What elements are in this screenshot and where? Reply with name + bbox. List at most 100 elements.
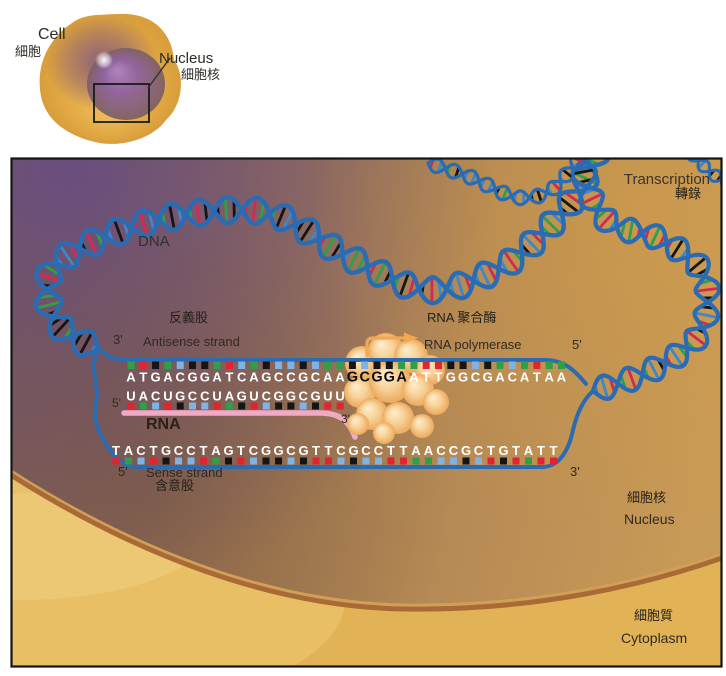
svg-text:A: A [249, 370, 259, 385]
svg-text:G: G [347, 370, 358, 386]
svg-text:G: G [348, 443, 358, 458]
svg-text:A: A [323, 370, 333, 385]
svg-text:C: C [174, 443, 184, 458]
nucleus-region-label-zh: 細胞核 [627, 490, 667, 505]
svg-text:C: C [374, 443, 384, 458]
svg-text:G: G [371, 370, 382, 386]
svg-text:U: U [249, 389, 258, 404]
svg-text:C: C [359, 370, 370, 386]
svg-text:G: G [273, 443, 283, 458]
svg-text:G: G [446, 370, 456, 385]
svg-text:C: C [471, 370, 481, 385]
svg-text:T: T [512, 443, 520, 458]
svg-text:A: A [409, 370, 419, 385]
sense-5prime-label: 5' [118, 464, 128, 479]
antisense-backbone [93, 342, 588, 386]
svg-text:C: C [286, 443, 296, 458]
svg-text:G: G [261, 370, 271, 385]
svg-text:A: A [139, 389, 149, 404]
cytoplasm-label: Cytoplasm [621, 630, 688, 646]
svg-text:C: C [200, 389, 210, 404]
svg-text:T: T [200, 443, 208, 458]
svg-text:T: T [533, 370, 541, 385]
svg-text:G: G [298, 443, 308, 458]
svg-text:U: U [335, 389, 344, 404]
svg-text:C: C [188, 389, 198, 404]
svg-text:C: C [274, 370, 284, 385]
antisense-5prime-label: 5' [572, 337, 582, 352]
svg-text:C: C [151, 389, 161, 404]
svg-text:T: T [435, 370, 443, 385]
antisense-label: Antisense strand [143, 334, 240, 349]
svg-text:T: T [150, 443, 158, 458]
svg-text:A: A [211, 443, 221, 458]
nucleus-highlight [95, 51, 113, 69]
svg-text:C: C [436, 443, 446, 458]
svg-text:A: A [524, 443, 534, 458]
cytoplasm-label-zh: 細胞質 [634, 608, 674, 623]
svg-text:T: T [237, 443, 245, 458]
svg-text:A: A [225, 389, 235, 404]
svg-text:A: A [396, 370, 407, 386]
svg-text:C: C [508, 370, 518, 385]
nuclear-envelope-rim [12, 472, 721, 612]
svg-text:G: G [161, 443, 171, 458]
dna-label: DNA [138, 233, 170, 250]
svg-text:U: U [212, 389, 221, 404]
dna-helix-arm [426, 159, 586, 207]
svg-text:T: T [387, 443, 395, 458]
svg-text:G: G [483, 370, 493, 385]
svg-text:G: G [286, 389, 296, 404]
transcription-label: Transcription [623, 171, 710, 188]
svg-text:G: G [151, 370, 161, 385]
svg-text:T: T [225, 370, 233, 385]
svg-text:C: C [336, 443, 346, 458]
nucleus-region-label: Nucleus [624, 511, 675, 527]
svg-text:A: A [212, 370, 222, 385]
svg-text:A: A [411, 443, 421, 458]
dna-helix-arm [570, 159, 721, 402]
svg-text:A: A [557, 370, 567, 385]
svg-text:G: G [310, 389, 320, 404]
svg-text:A: A [495, 370, 505, 385]
svg-text:G: G [261, 443, 271, 458]
svg-text:T: T [139, 370, 147, 385]
svg-text:U: U [323, 389, 332, 404]
rna-polymerase-blob [344, 333, 449, 444]
svg-text:A: A [520, 370, 530, 385]
zoom-region-box [93, 83, 150, 123]
svg-text:G: G [384, 370, 395, 386]
sense-label-zh: 含意股 [155, 478, 195, 493]
svg-text:T: T [112, 443, 120, 458]
svg-text:G: G [175, 389, 185, 404]
svg-text:G: G [187, 370, 197, 385]
svg-text:T: T [400, 443, 408, 458]
inset-nucleus-label: Nucleus [159, 50, 214, 67]
cell-inset [39, 13, 181, 144]
svg-text:C: C [449, 443, 459, 458]
svg-text:A: A [424, 443, 434, 458]
cell-label: Cell [38, 26, 66, 43]
svg-text:G: G [274, 389, 284, 404]
svg-text:G: G [458, 370, 468, 385]
nucleus-pointer-line [147, 57, 171, 89]
svg-text:T: T [487, 443, 495, 458]
svg-text:T: T [325, 443, 333, 458]
sense-3prime-label: 3' [570, 464, 580, 479]
transcription-label-zh: 轉錄 [674, 186, 701, 201]
rna-5prime-label: 5' [112, 396, 121, 410]
svg-text:C: C [237, 370, 247, 385]
svg-text:C: C [286, 370, 296, 385]
panel-border [10, 157, 723, 668]
rna-label: RNA [146, 416, 181, 433]
antisense-label-zh: 反義股 [169, 310, 209, 325]
nuclear-envelope-rim-light [12, 469, 721, 607]
polymerase-label: RNA polymerase [424, 337, 522, 352]
svg-text:C: C [361, 443, 371, 458]
